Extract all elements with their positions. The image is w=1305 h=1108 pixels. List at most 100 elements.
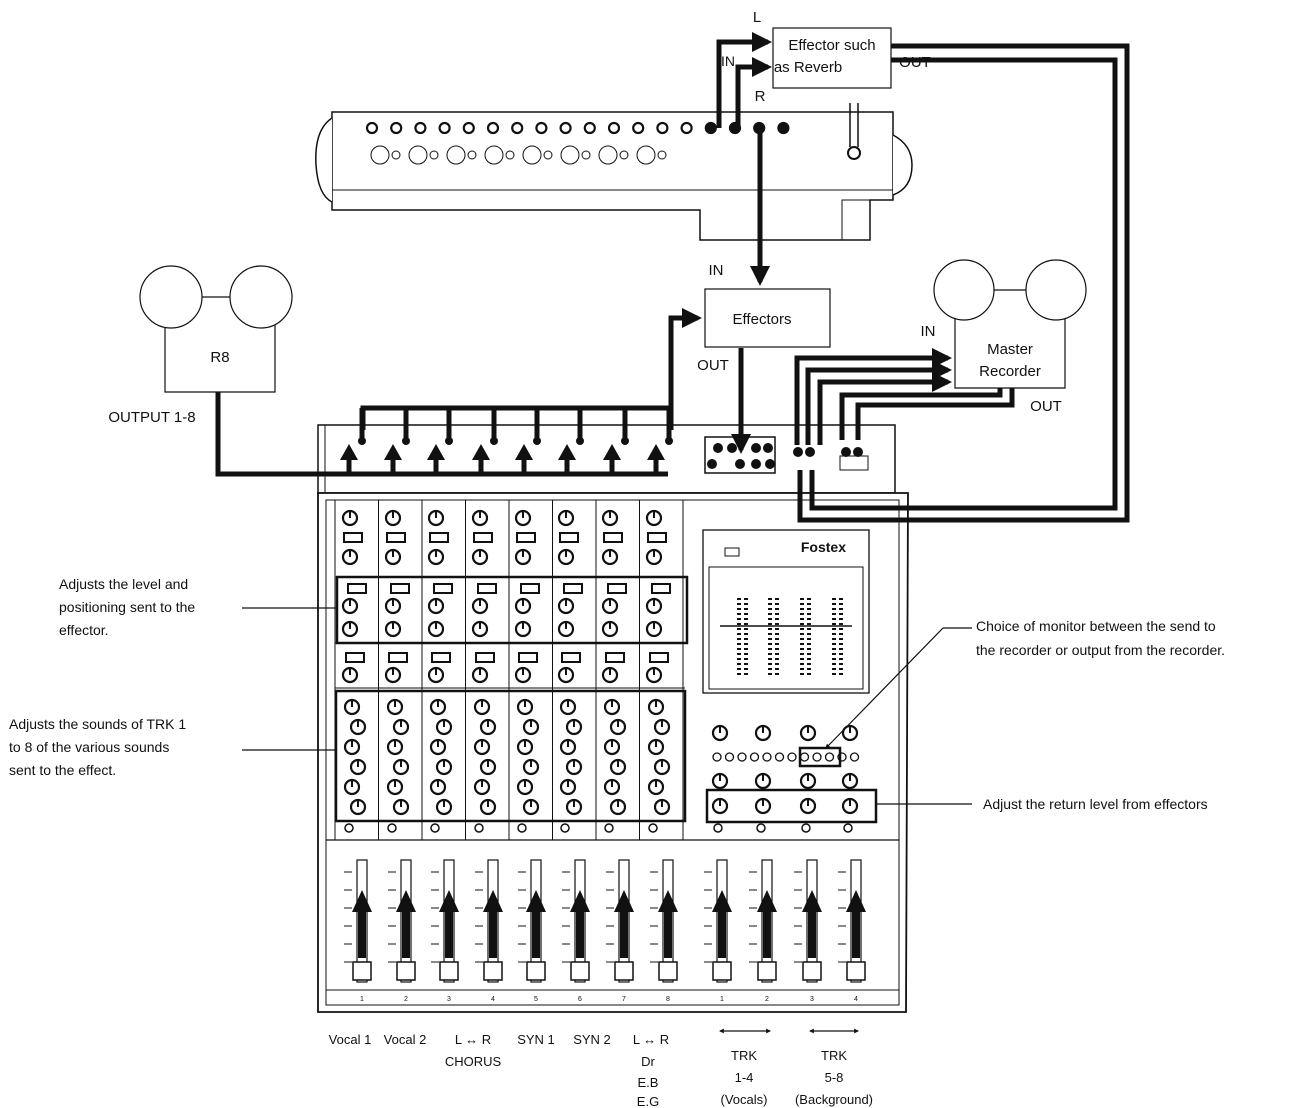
meter-segment [800, 668, 804, 670]
label-syn-1: SYN 1 [517, 1032, 555, 1047]
meter-segment [775, 668, 779, 670]
meter-segment [744, 613, 748, 615]
label-vocal-2: Vocal 2 [384, 1032, 427, 1047]
channel-number: 7 [622, 996, 626, 1003]
meter-segment [807, 603, 811, 605]
effector-reverb-line1: Effector such [788, 37, 875, 54]
meter-segment [744, 633, 748, 635]
annotation-return-level: Adjust the return level from effectors [983, 796, 1208, 812]
rear-jack-icon [511, 121, 524, 135]
master-led-icon [756, 823, 766, 833]
fader-cap [439, 961, 459, 981]
meter-segment [839, 658, 843, 660]
meter-segment [737, 658, 741, 660]
meter-segment [768, 628, 772, 630]
channel-labels: Vocal 1 Vocal 2 L ↔ R CHORUS SYN 1 SYN 2… [329, 1028, 873, 1108]
meter-segment [839, 608, 843, 610]
master-jack-icon [853, 447, 863, 457]
meter-segment [832, 633, 836, 635]
solo-led-icon [560, 823, 570, 833]
return-jack-icon [707, 459, 717, 469]
input-arrow-icon [472, 444, 490, 460]
input-arrow-icon [427, 444, 445, 460]
trk-sound-highlight [334, 689, 687, 823]
channel-number: 1 [360, 996, 364, 1003]
meter-segment [768, 598, 772, 600]
meter-segment [839, 613, 843, 615]
meter-segment [744, 653, 748, 655]
meter-segment [807, 643, 811, 645]
return-jack-icon [735, 459, 745, 469]
effectors-in-label: IN [709, 262, 724, 279]
monitor-select-led-icon [712, 752, 722, 762]
meter-segment [800, 633, 804, 635]
meter-segment [800, 658, 804, 660]
r8-output-cable [215, 392, 668, 477]
eq-switch-icon [431, 652, 451, 663]
return-jack-icon [765, 459, 775, 469]
meter-segment [768, 603, 772, 605]
meter-segment [744, 638, 748, 640]
monitor-select-led-icon [849, 752, 860, 762]
meter-segment [775, 653, 779, 655]
channel-switch-icon [429, 532, 449, 543]
meter-segment [807, 663, 811, 665]
meter-segment [839, 668, 843, 670]
brand-logo: Fostex [801, 539, 846, 555]
meter-segment [737, 598, 741, 600]
master-led-icon [801, 823, 811, 833]
r8-output-label: OUTPUT 1-8 [108, 409, 195, 426]
label-trk-1-4-range: 1-4 [735, 1070, 754, 1085]
eq-switch-icon [605, 652, 625, 663]
send-switch-icon [477, 583, 497, 594]
meter-segment [768, 638, 772, 640]
meter-segment [807, 628, 811, 630]
eq-switch-icon [475, 652, 495, 663]
meter-segment [768, 663, 772, 665]
eq-switch-icon [345, 652, 365, 663]
meter-segment [800, 613, 804, 615]
master-recorder-line1: Master [987, 341, 1033, 358]
rear-jack-icon [535, 121, 548, 135]
channel-number: 5 [534, 996, 538, 1003]
input-arrow-icon [515, 444, 533, 460]
effectors-out-label: OUT [697, 357, 729, 374]
solo-led-icon [344, 823, 354, 833]
effector-reverb-r-label: R [755, 88, 766, 105]
label-chorus-lr: L ↔ R [455, 1032, 491, 1047]
annotation-monitor-choice-1: Choice of monitor between the send to [976, 618, 1216, 634]
eq-switch-icon [518, 652, 538, 663]
fader-section [344, 859, 866, 983]
meter-segment [832, 638, 836, 640]
rear-trim-small-icon [619, 150, 629, 160]
monitor-select-led-icon [787, 752, 797, 762]
label-chorus: CHORUS [445, 1054, 502, 1069]
rear-jack-icon [656, 121, 669, 135]
rear-trim-icon [408, 145, 428, 165]
channel-input-arrows [340, 444, 665, 474]
rear-jack-icon [680, 121, 693, 135]
effector-reverb-line2: as Reverb [774, 59, 842, 76]
meter-segment [775, 598, 779, 600]
meter-segment [768, 623, 772, 625]
fader-up-arrow-icon [396, 890, 416, 912]
meter-segment [807, 598, 811, 600]
eq-switch-icon [388, 652, 408, 663]
meter-segment [832, 648, 836, 650]
meter-segment [839, 633, 843, 635]
channel-number: 3 [447, 996, 451, 1003]
annotation-trk-sounds-3: sent to the effect. [9, 762, 116, 778]
meter-segment [775, 648, 779, 650]
channel-switch-icon [386, 532, 406, 543]
send-switch-icon [433, 583, 453, 594]
master-number: 2 [765, 996, 769, 1003]
eq-switch-icon [649, 652, 669, 663]
channel-switch-icon [559, 532, 579, 543]
solo-led-icon [517, 823, 527, 833]
meter-segment [737, 603, 741, 605]
meter-segment [775, 613, 779, 615]
monitor-select-highlight [798, 746, 842, 768]
meter-segment [775, 618, 779, 620]
r8-reel-left-icon [139, 265, 203, 329]
